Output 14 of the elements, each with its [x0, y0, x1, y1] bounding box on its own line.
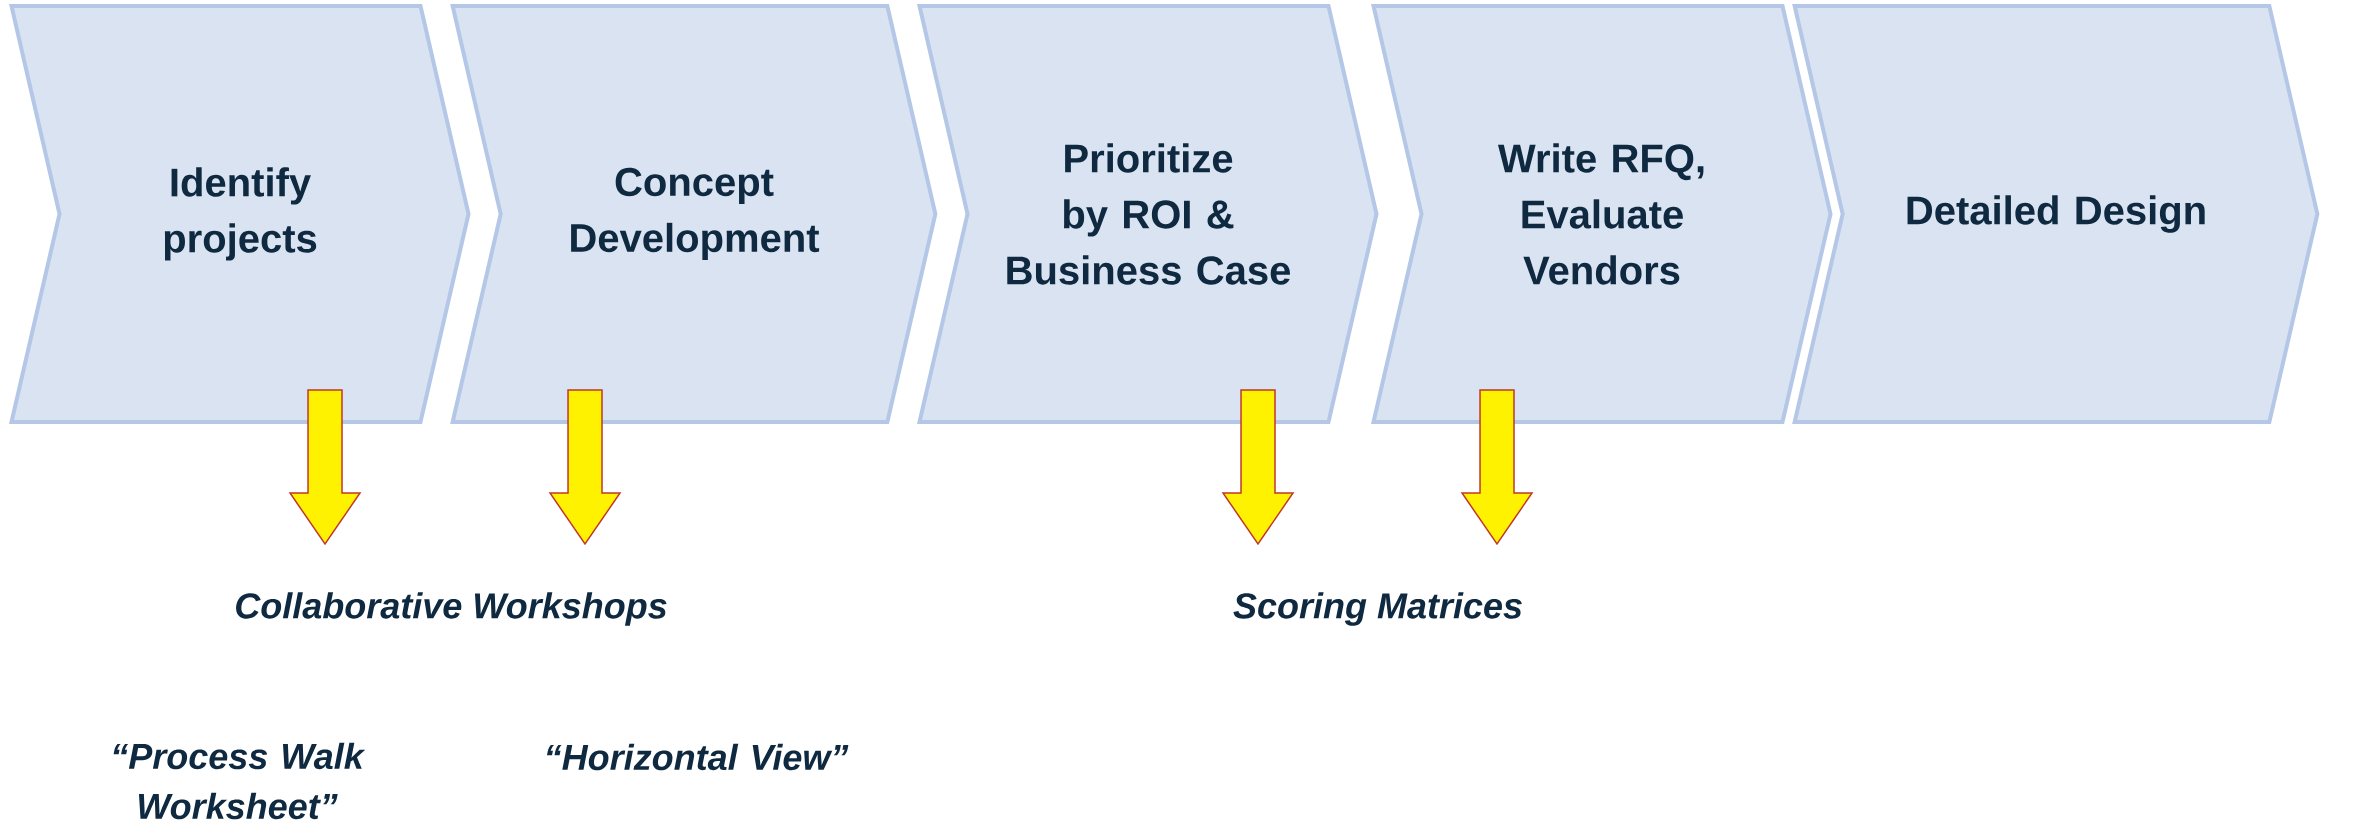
method-label: Scoring Matrices [1233, 592, 1522, 626]
block-arrow [548, 389, 622, 546]
chevron-step: Identify projects [9, 4, 471, 424]
note: “Horizontal View” [547, 743, 849, 771]
node-label: Detailed Design [1907, 195, 2205, 233]
method-label: Collaborative Workshops [236, 592, 667, 626]
block-arrow [1460, 389, 1534, 546]
chevron-step: Write RFQ, Evaluate Vendors [1371, 4, 1833, 424]
chevron-step: Detailed Design [1792, 4, 2320, 424]
block-arrow [1221, 389, 1295, 546]
chevron-step: Concept Development [450, 4, 938, 424]
block-arrow [288, 389, 362, 546]
note: “Process Walk Worksheet” [113, 742, 366, 820]
chevron-step: Prioritize by ROI & Business Case [917, 4, 1379, 424]
